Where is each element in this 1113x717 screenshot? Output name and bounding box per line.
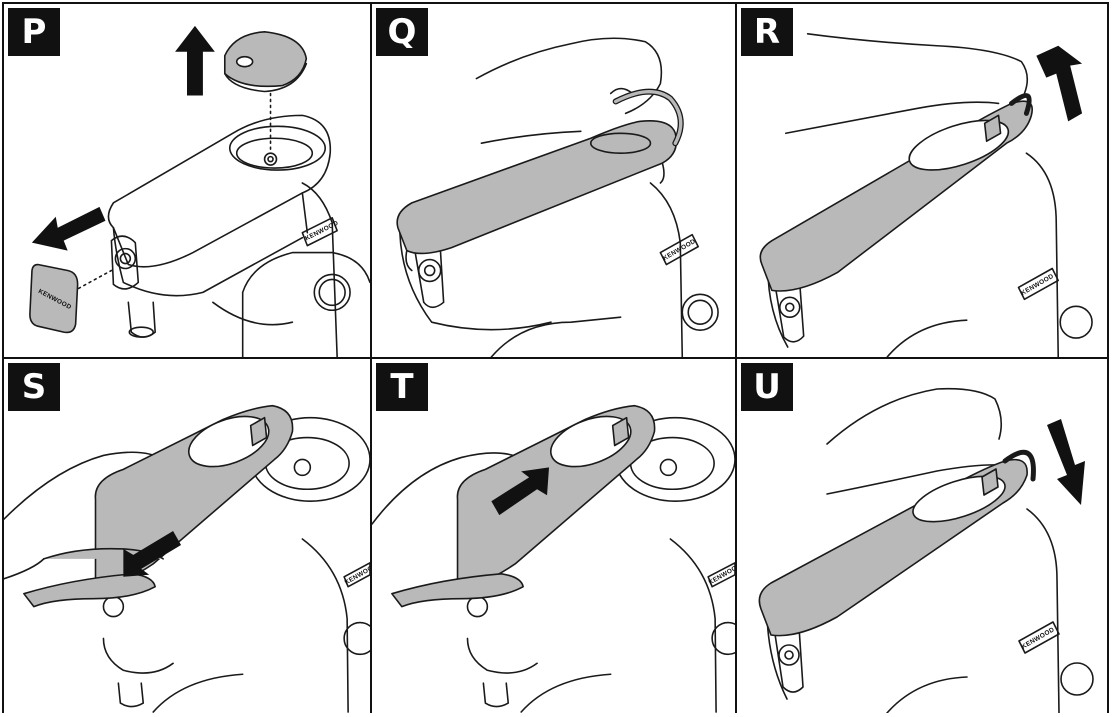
hand-icon <box>806 33 1029 95</box>
panel-step-p: P KENWOOD <box>4 4 372 359</box>
illustration-p: KENWOOD KENWOOD <box>29 25 370 357</box>
arrow-diag-down-icon <box>1047 419 1085 505</box>
panel-step-q: Q KENWOOD <box>372 4 737 359</box>
step-label-r: R <box>741 8 793 56</box>
illustration-q: KENWOOD <box>396 37 719 357</box>
step-label-s: S <box>8 363 60 411</box>
panel-step-t: T KENWOOD <box>372 359 737 713</box>
panel-step-r: R KENWOOD <box>737 4 1107 359</box>
hand-icon <box>475 37 663 115</box>
step-label-q: Q <box>376 8 428 56</box>
hand-icon <box>372 452 524 525</box>
arrow-left-down-icon <box>31 206 106 251</box>
step-label-p: P <box>8 8 60 56</box>
panel-step-u: U KENWOOD <box>737 359 1107 713</box>
step-label-t: T <box>376 363 428 411</box>
arrow-up-icon <box>175 25 215 96</box>
arrow-up-right-icon <box>491 467 550 516</box>
arrow-diag-up-icon <box>1036 45 1083 122</box>
hand-icon <box>4 451 164 520</box>
illustration-u: KENWOOD <box>758 387 1094 713</box>
illustration-r: KENWOOD <box>759 33 1093 357</box>
illustration-s: KENWOOD <box>4 404 370 713</box>
arrow-down-left-icon <box>123 531 182 577</box>
panel-step-s: S KENWOOD <box>4 359 372 713</box>
hand-icon <box>826 387 1003 445</box>
step-label-u: U <box>741 363 793 411</box>
illustration-t: KENWOOD <box>372 404 735 713</box>
